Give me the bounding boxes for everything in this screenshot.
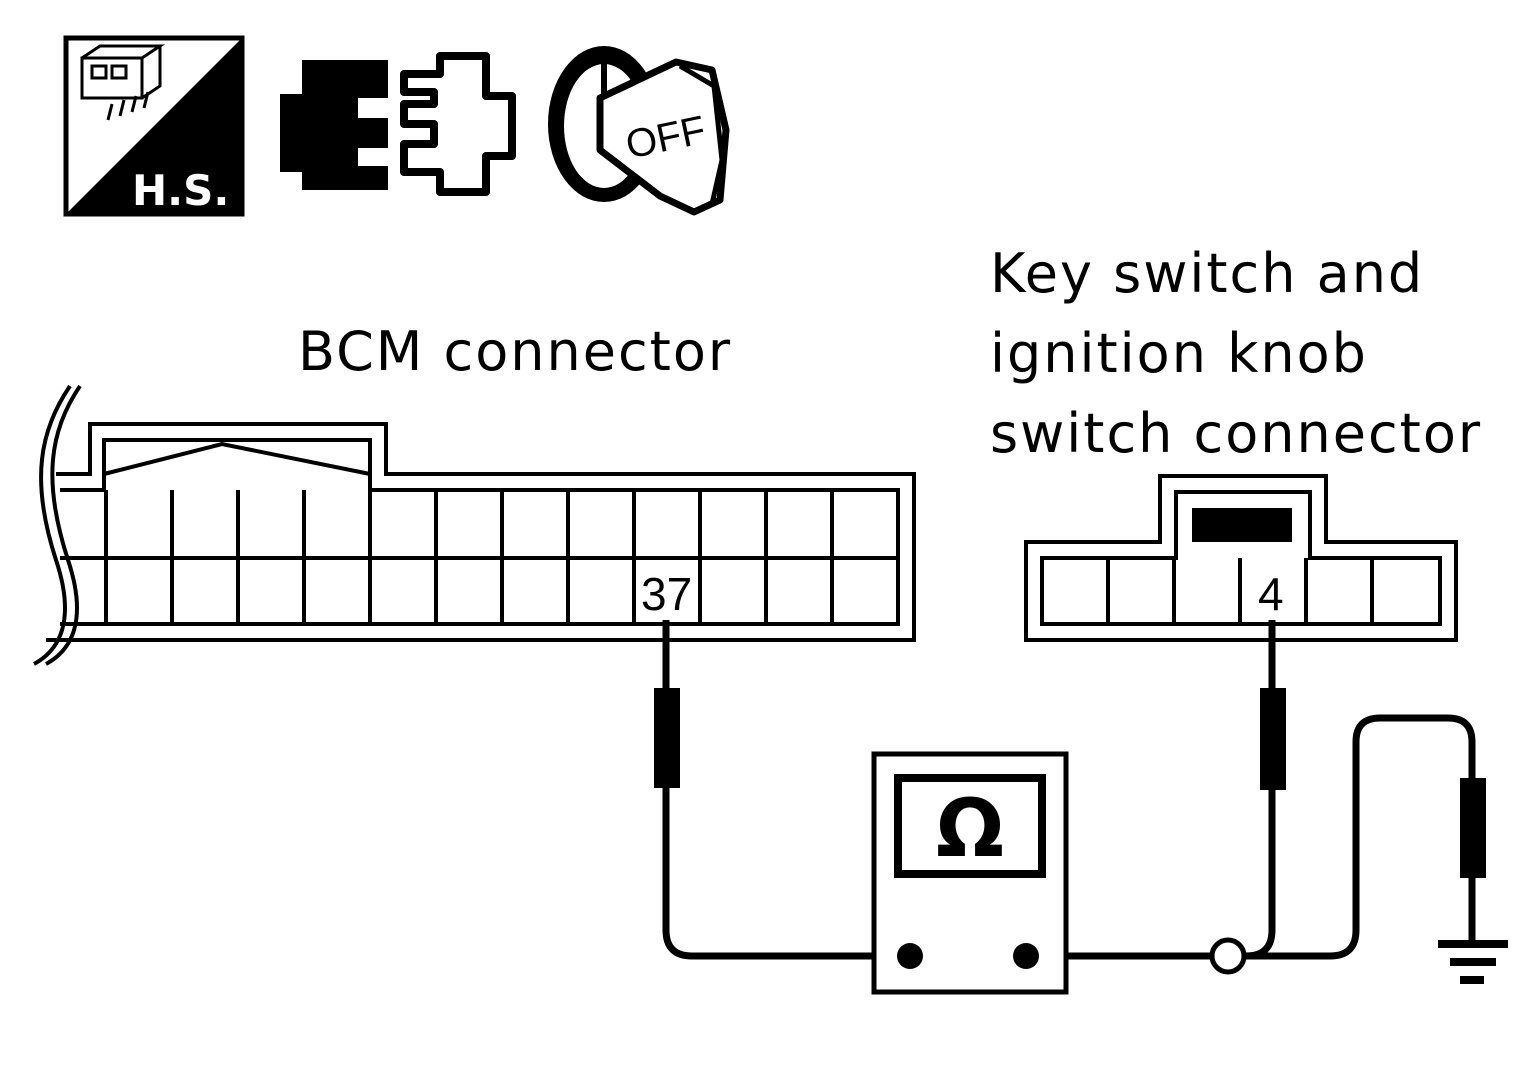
key-switch-latch (1192, 508, 1292, 542)
ohmmeter-display (894, 774, 1046, 878)
probe-wire-key-switch (1245, 620, 1286, 960)
bcm-connector (33, 384, 916, 666)
meter-terminal-left (897, 943, 923, 969)
meter-to-ground-wire (1024, 714, 1486, 960)
key-switch-label: Key switch and ignition knob switch conn… (990, 242, 1482, 465)
ignition-off-icon: OFF (548, 46, 730, 216)
ohm-symbol: Ω (936, 782, 1004, 875)
bcm-pin-label: 37 (641, 568, 692, 620)
probe-wire-bcm (654, 620, 910, 960)
key-switch-connector (1024, 474, 1458, 642)
key-switch-pin-label: 4 (1258, 568, 1284, 620)
junction-point (1209, 937, 1247, 975)
meter-terminal-right (1013, 943, 1039, 969)
ohmmeter: Ω (871, 751, 1069, 995)
key-switch-label-line-3: switch connector (990, 402, 1482, 465)
harness-inspection-icon: H.S. (63, 35, 245, 217)
key-switch-label-line-1: Key switch and (990, 242, 1424, 305)
bcm-connector-label: BCM connector (298, 320, 732, 383)
ground-symbol (1438, 940, 1508, 984)
bcm-pin-grid (104, 490, 834, 624)
harness-label: H.S. (132, 166, 229, 215)
key-switch-label-line-2: ignition knob (990, 322, 1368, 385)
key-switch-pin-grid (1106, 558, 1374, 624)
connector-disconnect-icon (280, 52, 516, 196)
